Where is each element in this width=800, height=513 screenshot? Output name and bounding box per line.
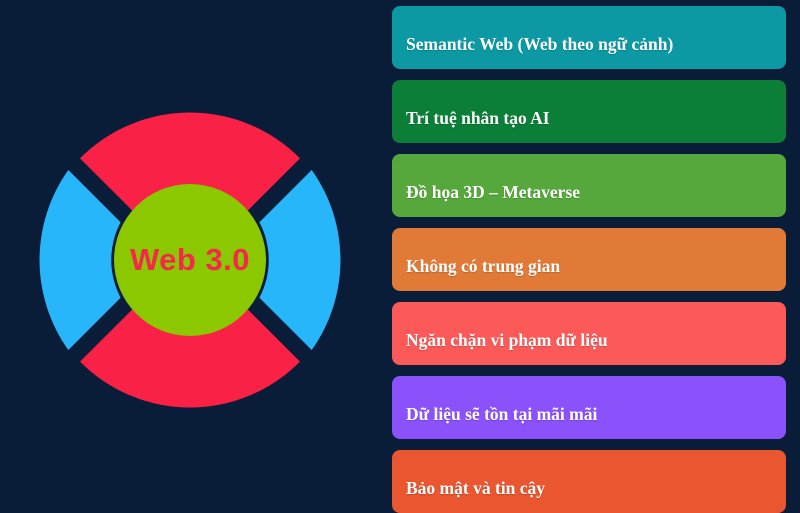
feature-bar-3[interactable]: Đồ họa 3D – Metaverse [392,154,786,217]
feature-bar-label: Không có trung gian [406,255,561,276]
donut-segment-right[interactable] [259,170,341,350]
feature-bar-label: Bảo mật và tin cậy [406,477,546,498]
feature-bar-label: Trí tuệ nhân tạo AI [406,107,550,128]
feature-bar-label: Đồ họa 3D – Metaverse [406,181,580,202]
feature-bar-label: Semantic Web (Web theo ngữ cảnh) [406,33,674,54]
donut-center-circle[interactable] [114,184,266,336]
feature-bar-6[interactable]: Dữ liệu sẽ tồn tại mãi mãi [392,376,786,439]
feature-bar-5[interactable]: Ngăn chặn vi phạm dữ liệu [392,302,786,365]
donut-segment-left[interactable] [39,170,121,350]
feature-bar-4[interactable]: Không có trung gian [392,228,786,291]
feature-bar-2[interactable]: Trí tuệ nhân tạo AI [392,80,786,143]
donut-segment-top[interactable] [80,112,300,211]
donut-segment-bottom[interactable] [80,309,300,408]
feature-list: Semantic Web (Web theo ngữ cảnh) Trí tuệ… [392,0,788,513]
feature-bar-1[interactable]: Semantic Web (Web theo ngữ cảnh) [392,6,786,69]
web3-diagram-panel: Web 3.0 [0,0,380,512]
feature-bar-7[interactable]: Bảo mật và tin cậy [392,450,786,513]
feature-bar-label: Dữ liệu sẽ tồn tại mãi mãi [406,403,598,424]
donut-chart [39,112,341,408]
feature-bar-label: Ngăn chặn vi phạm dữ liệu [406,329,608,350]
